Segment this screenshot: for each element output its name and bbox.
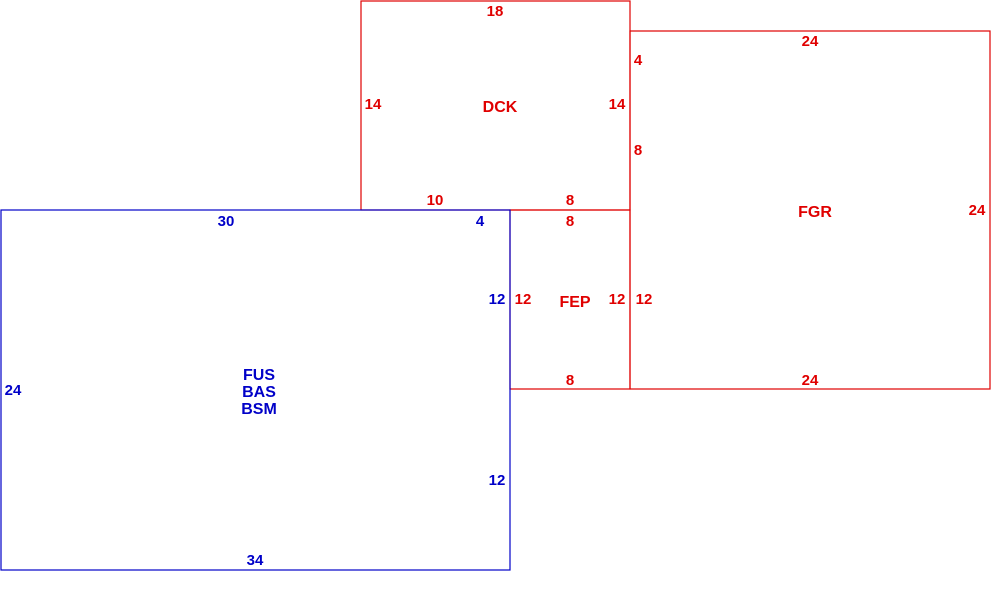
room-fep: FEP 8 12 12 8 [509,209,631,390]
room-dck-bottom-left-dimension: 10 [427,192,444,209]
room-fgr: FGR 24 4 8 12 24 24 [629,30,991,390]
room-fus-outline [0,209,511,571]
room-fus-bottom-dimension: 34 [247,552,264,569]
room-fus-right-upper-dimension: 12 [489,291,506,308]
room-fgr-left-upper-dimension: 4 [634,52,643,69]
room-dck: DCK 18 14 14 10 8 [360,0,631,211]
room-fgr-bottom-dimension: 24 [802,372,819,389]
room-fgr-right-dimension: 24 [969,202,986,219]
room-fgr-name: FGR [798,204,832,221]
room-fus-right-lower-dimension: 12 [489,472,506,489]
room-fgr-left-lower-dimension: 12 [636,291,653,308]
room-fep-top-dimension: 8 [566,213,574,230]
room-dck-name: DCK [483,99,518,116]
room-fep-name: FEP [559,294,590,311]
room-dck-left-dimension: 14 [365,96,382,113]
room-fep-right-dimension: 12 [609,291,626,308]
room-fus-left-dimension: 24 [5,382,22,399]
room-fus-top-right-dimension: 4 [476,213,485,230]
room-fgr-left-mid-dimension: 8 [634,142,642,159]
room-fep-left-dimension: 12 [515,291,532,308]
room-dck-right-dimension: 14 [609,96,626,113]
room-fus-top-dimension: 30 [218,213,235,230]
room-fus: FUS BAS BSM 30 4 24 12 12 34 [0,209,511,571]
room-fgr-top-dimension: 24 [802,33,819,50]
room-fep-bottom-dimension: 8 [566,372,574,389]
room-bsm-name: BSM [241,401,277,418]
room-fus-name: FUS [243,367,275,384]
room-dck-top-dimension: 18 [487,3,504,20]
room-dck-bottom-right-dimension: 8 [566,192,574,209]
room-bas-name: BAS [242,384,276,401]
